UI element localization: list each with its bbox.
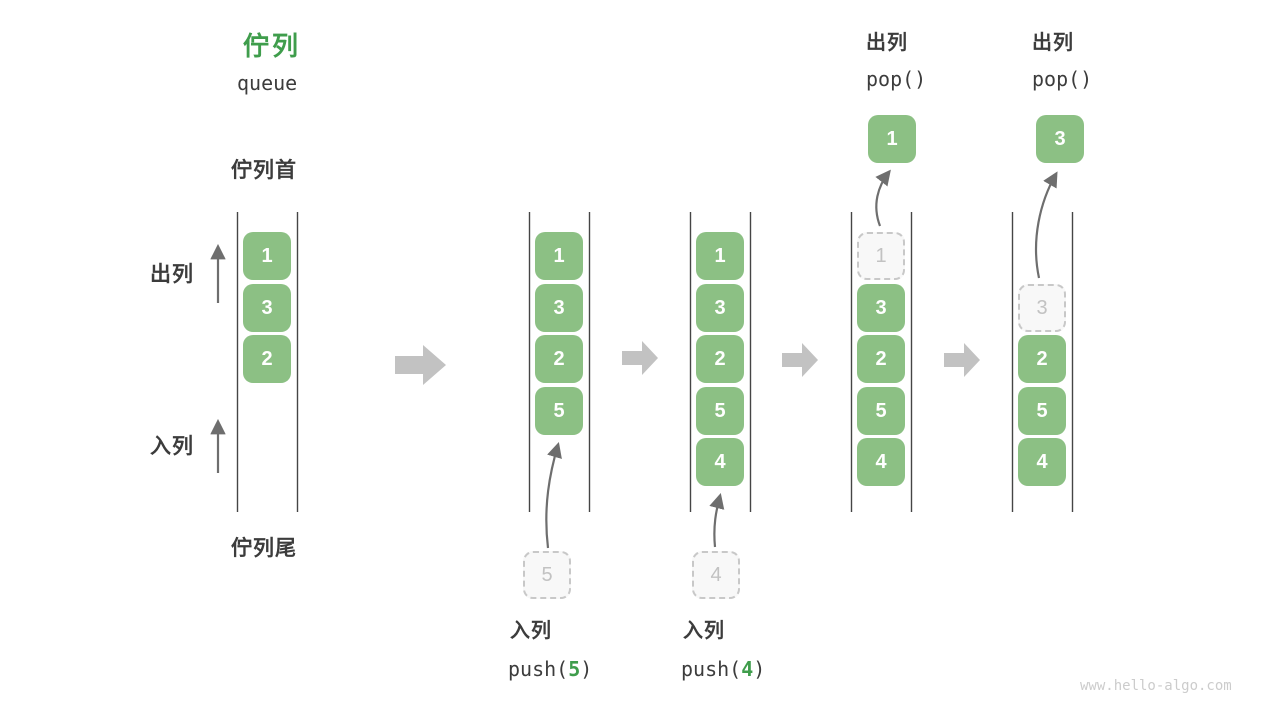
queue-cell: 2 — [1018, 335, 1066, 383]
queue-cell: 1 — [535, 232, 583, 280]
queue-cell: 3 — [535, 284, 583, 332]
queue-cell: 5 — [857, 387, 905, 435]
incoming-ghost-cell: 5 — [523, 551, 571, 599]
pop2-code: pop() — [1032, 67, 1093, 91]
queue-walls-state-1 — [236, 212, 299, 512]
enqueue-side-label: 入列 — [150, 435, 194, 458]
incoming-ghost-cell: 4 — [692, 551, 740, 599]
queue-cell: 5 — [696, 387, 744, 435]
queue-walls-state-5 — [1011, 212, 1074, 512]
removed-ghost-cell: 3 — [1018, 284, 1066, 332]
step-arrow-icon — [944, 343, 980, 377]
popped-cell: 1 — [868, 115, 916, 163]
enqueue-op-label: 入列 — [510, 620, 552, 642]
queue-cell: 2 — [696, 335, 744, 383]
queue-cell: 5 — [1018, 387, 1066, 435]
push4-code: push(4) — [681, 657, 766, 681]
pop1-code: pop() — [866, 67, 927, 91]
site-watermark: www.hello-algo.com — [1080, 678, 1232, 694]
queue-cell: 1 — [243, 232, 291, 280]
popped-cell: 3 — [1036, 115, 1084, 163]
step-arrow-icon — [395, 345, 446, 385]
queue-cell: 3 — [857, 284, 905, 332]
queue-cell: 2 — [857, 335, 905, 383]
step-arrow-icon — [782, 343, 818, 377]
step-arrow-icon — [622, 341, 658, 375]
queue-cell: 1 — [696, 232, 744, 280]
queue-cell: 4 — [1018, 438, 1066, 486]
push4-arrow-icon — [709, 493, 725, 548]
push5-code: push(5) — [508, 657, 593, 681]
dequeue-side-label: 出列 — [150, 263, 194, 286]
queue-walls-state-4 — [850, 212, 913, 512]
queue-cell: 5 — [535, 387, 583, 435]
queue-cell: 2 — [535, 335, 583, 383]
diagram-subtitle: queue — [237, 71, 298, 95]
dequeue-op-label: 出列 — [1032, 32, 1074, 54]
dequeue-op-label: 出列 — [866, 32, 908, 54]
removed-ghost-cell: 1 — [857, 232, 905, 280]
pop3-arrow-icon — [1034, 171, 1058, 279]
queue-cell: 3 — [696, 284, 744, 332]
queue-walls-state-2 — [528, 212, 591, 512]
push5-arrow-icon — [545, 442, 562, 549]
enqueue-op-label: 入列 — [683, 620, 725, 642]
queue-walls-state-3 — [689, 212, 752, 512]
diagram-title: 佇列 — [243, 31, 302, 61]
queue-cell: 2 — [243, 335, 291, 383]
queue-rear-label: 佇列尾 — [231, 537, 297, 560]
pop1-arrow-icon — [875, 169, 891, 227]
queue-front-label: 佇列首 — [231, 159, 297, 182]
queue-cell: 4 — [857, 438, 905, 486]
queue-cell: 4 — [696, 438, 744, 486]
queue-cell: 3 — [243, 284, 291, 332]
